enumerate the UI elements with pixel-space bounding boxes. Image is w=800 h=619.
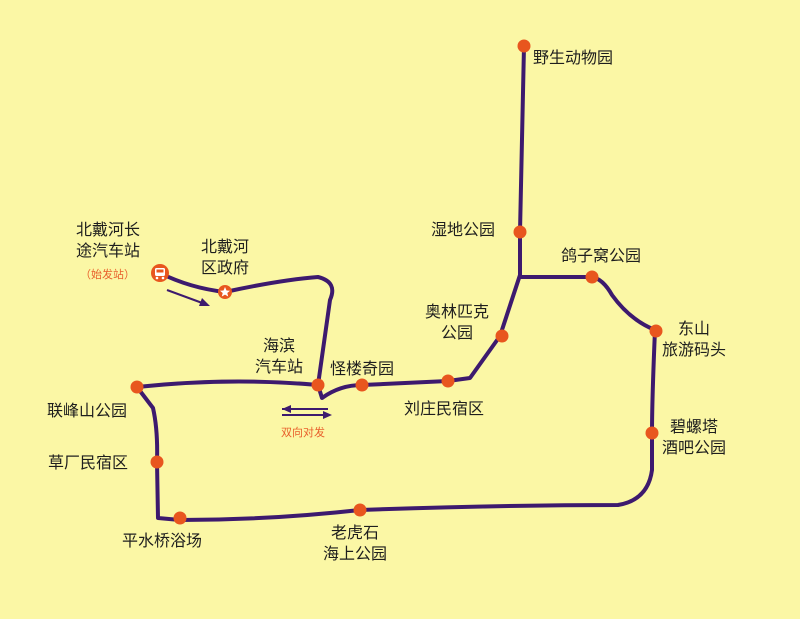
label-line-1: 联峰山公园 <box>47 401 128 420</box>
label-line-1: 碧螺塔 <box>670 417 719 436</box>
stop-marker-olympic <box>495 329 509 343</box>
label-laohushi: 老虎石 海上公园 <box>323 522 387 564</box>
start-station-note: （始发站） <box>80 268 135 281</box>
direction-arrow <box>166 289 210 306</box>
label-line-2: 旅游码头 <box>662 340 727 359</box>
stop-marker-lianfengshan <box>130 380 144 394</box>
label-line-1: 北戴河长 <box>76 220 141 239</box>
label-line-1: 刘庄民宿区 <box>404 399 485 418</box>
label-line-2: 公园 <box>441 323 474 342</box>
label-guailouqi: 怪楼奇园 <box>330 358 394 379</box>
stop-marker-haibin <box>311 378 325 392</box>
stop-marker-laohushi <box>353 503 367 517</box>
label-liuzhuang: 刘庄民宿区 <box>404 398 484 419</box>
label-caochang: 草厂民宿区 <box>48 452 128 473</box>
label-line-1: 草厂民宿区 <box>48 453 129 472</box>
label-wetland: 湿地公园 <box>431 219 495 240</box>
stop-marker-pingshuiqiao <box>173 511 187 525</box>
label-line-2: 海上公园 <box>323 544 388 563</box>
stop-marker-liuzhuang <box>441 374 455 388</box>
route-line <box>135 44 657 522</box>
stop-marker-zoo <box>517 39 531 53</box>
label-line-2: 途汽车站 <box>76 241 141 260</box>
label-beidaihe-gov: 北戴河 区政府 <box>201 236 249 278</box>
label-line-1: 野生动物园 <box>533 48 614 67</box>
bidirectional-note: 双向对发 <box>281 426 325 439</box>
stop-marker-biluota <box>645 426 659 440</box>
label-lianfengshan: 联峰山公园 <box>47 400 127 421</box>
stop-marker-gezi <box>585 270 599 284</box>
label-line-2: 区政府 <box>201 258 250 277</box>
label-line-1: 平水桥浴场 <box>122 531 203 550</box>
label-line-1: 湿地公园 <box>431 220 496 239</box>
label-zoo: 野生动物园 <box>533 47 613 68</box>
label-line-2: 汽车站 <box>255 357 304 376</box>
label-line-1: 鸽子窝公园 <box>561 246 642 265</box>
label-line-2: 酒吧公园 <box>662 438 727 457</box>
label-gezi: 鸽子窝公园 <box>561 245 641 266</box>
label-line-1: 奥林匹克 <box>425 302 490 321</box>
label-line-1: 北戴河 <box>201 237 250 256</box>
label-biluota: 碧螺塔 酒吧公园 <box>662 416 726 458</box>
bus-icon <box>151 264 169 282</box>
label-start-station: 北戴河长 途汽车站 <box>76 219 140 261</box>
stop-marker-guailouqi <box>355 378 369 392</box>
label-line-1: 东山 <box>678 319 711 338</box>
star-icon <box>218 285 232 299</box>
bidirectional-arrows <box>282 405 332 419</box>
stop-marker-wetland <box>513 225 527 239</box>
stop-marker-dongshan <box>649 324 663 338</box>
label-olympic: 奥林匹克 公园 <box>425 301 489 343</box>
label-line-1: 海滨 <box>263 336 296 355</box>
label-line-1: 老虎石 <box>331 523 380 542</box>
label-dongshan: 东山 旅游码头 <box>662 318 726 360</box>
stop-marker-caochang <box>150 455 164 469</box>
label-pingshuiqiao: 平水桥浴场 <box>122 530 202 551</box>
label-line-1: 怪楼奇园 <box>330 359 395 378</box>
label-haibin: 海滨 汽车站 <box>255 335 303 377</box>
